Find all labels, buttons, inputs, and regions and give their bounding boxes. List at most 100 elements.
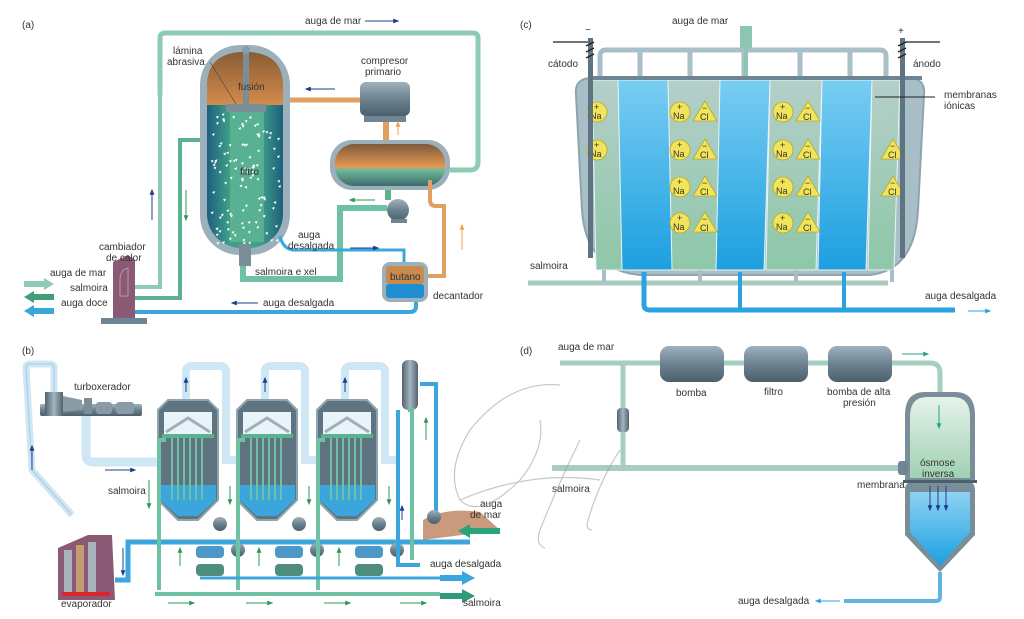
chloride-ion-icon xyxy=(692,211,718,233)
brine-label: salmoira xyxy=(552,484,590,495)
ice-crystal xyxy=(211,133,215,137)
heat-exchanger xyxy=(196,546,224,558)
intake-pump xyxy=(427,510,441,524)
ice-crystal xyxy=(226,151,230,155)
desalted-mid-label-2: desalgada xyxy=(288,241,335,252)
decanter-label: decantador xyxy=(433,291,484,302)
abrasive-blade xyxy=(226,104,266,112)
anode-sign: + xyxy=(898,26,904,37)
outlet-pipes xyxy=(528,270,955,313)
sodium-ion-icon xyxy=(772,212,794,234)
ion-charge: − xyxy=(890,141,895,151)
pump-label: bomba xyxy=(676,388,707,399)
ice-crystal xyxy=(262,130,266,134)
brine-out-pipe xyxy=(135,138,205,300)
panel-a-label: (a) xyxy=(22,20,34,31)
compressor-label-2: primario xyxy=(365,67,402,78)
ion-charge: + xyxy=(677,102,682,112)
panel-d: (d) auga de mar bomba filtro bomba de al… xyxy=(520,342,977,607)
ice-crystal xyxy=(228,212,232,216)
ice-crystal xyxy=(255,163,259,167)
seawater-inlet-pipe xyxy=(740,26,752,48)
ice-crystal xyxy=(256,122,260,126)
ion-charge: + xyxy=(780,140,785,150)
sea-intake xyxy=(423,510,500,540)
ice-crystal xyxy=(240,122,244,126)
desalted-out-pipe xyxy=(844,572,942,603)
chloride-ion-icon xyxy=(880,175,906,197)
hp-pump-label-1: bomba de alta xyxy=(827,387,891,398)
ice-crystal xyxy=(210,159,214,163)
seawater-in-arrow-icon xyxy=(458,524,500,538)
ice-crystal xyxy=(248,116,252,120)
cathode-sign: − xyxy=(585,25,591,36)
hp-pump-label-2: presión xyxy=(843,398,876,409)
ice-crystal xyxy=(220,213,224,217)
ice-crystal xyxy=(243,166,247,170)
panel-b-label: (b) xyxy=(22,346,34,357)
ice-crystal xyxy=(244,204,248,208)
anode-label: ánodo xyxy=(913,59,941,70)
ion-charge: − xyxy=(805,178,810,188)
ice-crystal xyxy=(272,167,276,171)
anode-electrode xyxy=(900,38,905,258)
desalted-cell-column xyxy=(715,79,771,271)
ice-crystal xyxy=(265,130,269,134)
chloride-ion-icon xyxy=(692,138,718,160)
ice-crystal xyxy=(222,198,226,202)
ice-crystal xyxy=(239,184,243,188)
ice-crystal xyxy=(273,201,277,205)
ice-crystal xyxy=(271,206,275,210)
ion-charge: + xyxy=(594,102,599,112)
heat-exchanger xyxy=(355,564,383,576)
evaporator xyxy=(58,535,115,600)
pump xyxy=(213,517,227,531)
ion-symbol: Cl xyxy=(803,112,812,122)
ice-crystal xyxy=(276,137,280,141)
seawater-label: auga de mar xyxy=(558,342,615,353)
ion-charge: + xyxy=(594,140,599,150)
ice-crystal xyxy=(277,179,281,183)
ion-charge: + xyxy=(677,140,682,150)
ice-crystal xyxy=(241,209,245,213)
distillation-stage xyxy=(316,362,404,590)
chloride-ion-icon xyxy=(880,138,906,160)
ice-crystal xyxy=(224,181,228,185)
valve xyxy=(617,408,629,432)
desalted-out-label: auga desalgada xyxy=(430,559,502,570)
ion-symbol: Cl xyxy=(803,187,812,197)
ion-charge: − xyxy=(702,214,707,224)
chloride-ion-icon xyxy=(795,138,821,160)
ion-symbol: Na xyxy=(776,149,788,159)
ice-crystal xyxy=(246,167,250,171)
fresh-out-arrow-icon xyxy=(24,305,54,317)
ice-crystal xyxy=(210,211,214,215)
vapor-pipe xyxy=(22,360,75,518)
ice-crystal xyxy=(249,176,253,180)
ice-crystal xyxy=(228,159,232,163)
ion-symbol: Cl xyxy=(803,150,812,160)
sodium-ion-icon xyxy=(772,176,794,198)
inlet-manifold xyxy=(597,47,889,78)
brine-ice-pipe xyxy=(240,205,387,282)
ice-crystal xyxy=(278,185,282,189)
ice-crystal xyxy=(216,241,220,245)
ion-symbol: Na xyxy=(776,186,788,196)
ice-crystal xyxy=(248,155,252,159)
distillation-stage xyxy=(157,362,245,590)
ion-charge: − xyxy=(805,141,810,151)
ice-crystal xyxy=(268,136,272,140)
ro-label-2: inversa xyxy=(922,469,955,480)
chloride-ion-icon xyxy=(692,100,718,122)
ice-crystal xyxy=(238,127,242,131)
ice-crystal xyxy=(240,221,244,225)
ice-crystal xyxy=(244,119,248,123)
fresh-water-pipe xyxy=(135,295,418,314)
ice-crystal xyxy=(276,155,280,159)
ice-crystal xyxy=(262,196,266,200)
brine-out-arrow-icon xyxy=(440,589,475,603)
anode-cell-column xyxy=(867,79,901,271)
ice-crystal xyxy=(232,115,236,119)
membrane-label: membrana xyxy=(857,480,905,491)
